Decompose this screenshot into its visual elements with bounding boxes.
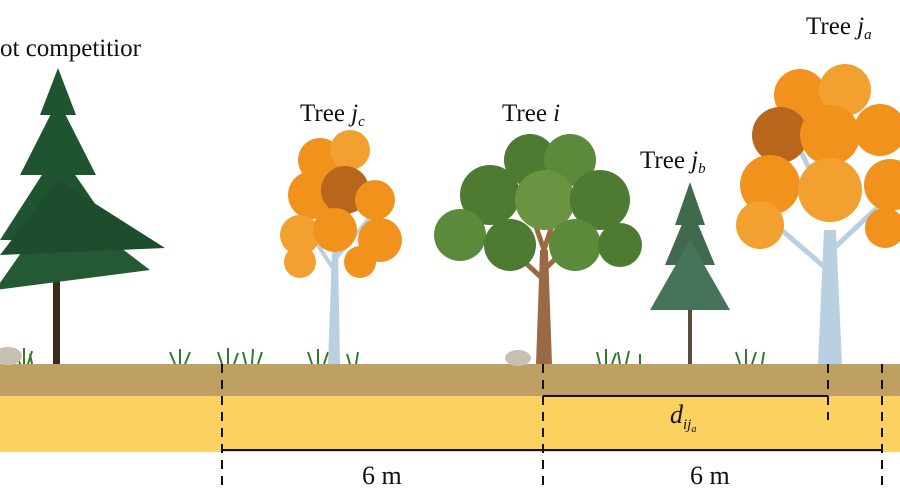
label-distance-dija: dija [670,400,697,435]
label-tree-i: Tree i [502,100,561,127]
dashed-markers [221,364,883,490]
tree-jc [280,130,402,364]
label-tree-ja: Tree ja [806,13,872,43]
grass-tufts [15,348,765,365]
tree-not-competitor [0,68,165,364]
label-not-competitor: ot competitior [0,35,141,62]
tree-jb [650,182,730,364]
label-tree-jb: Tree jb [640,147,706,177]
label-interval-left: 6 m [362,461,402,490]
label-tree-jc: Tree jc [300,100,365,130]
rock [0,347,22,365]
tree-ja [736,64,900,364]
tree-i [434,134,642,364]
topsoil-layer [0,364,900,396]
subsoil-layer [0,396,900,452]
rock [505,350,531,366]
label-interval-right: 6 m [690,461,730,490]
